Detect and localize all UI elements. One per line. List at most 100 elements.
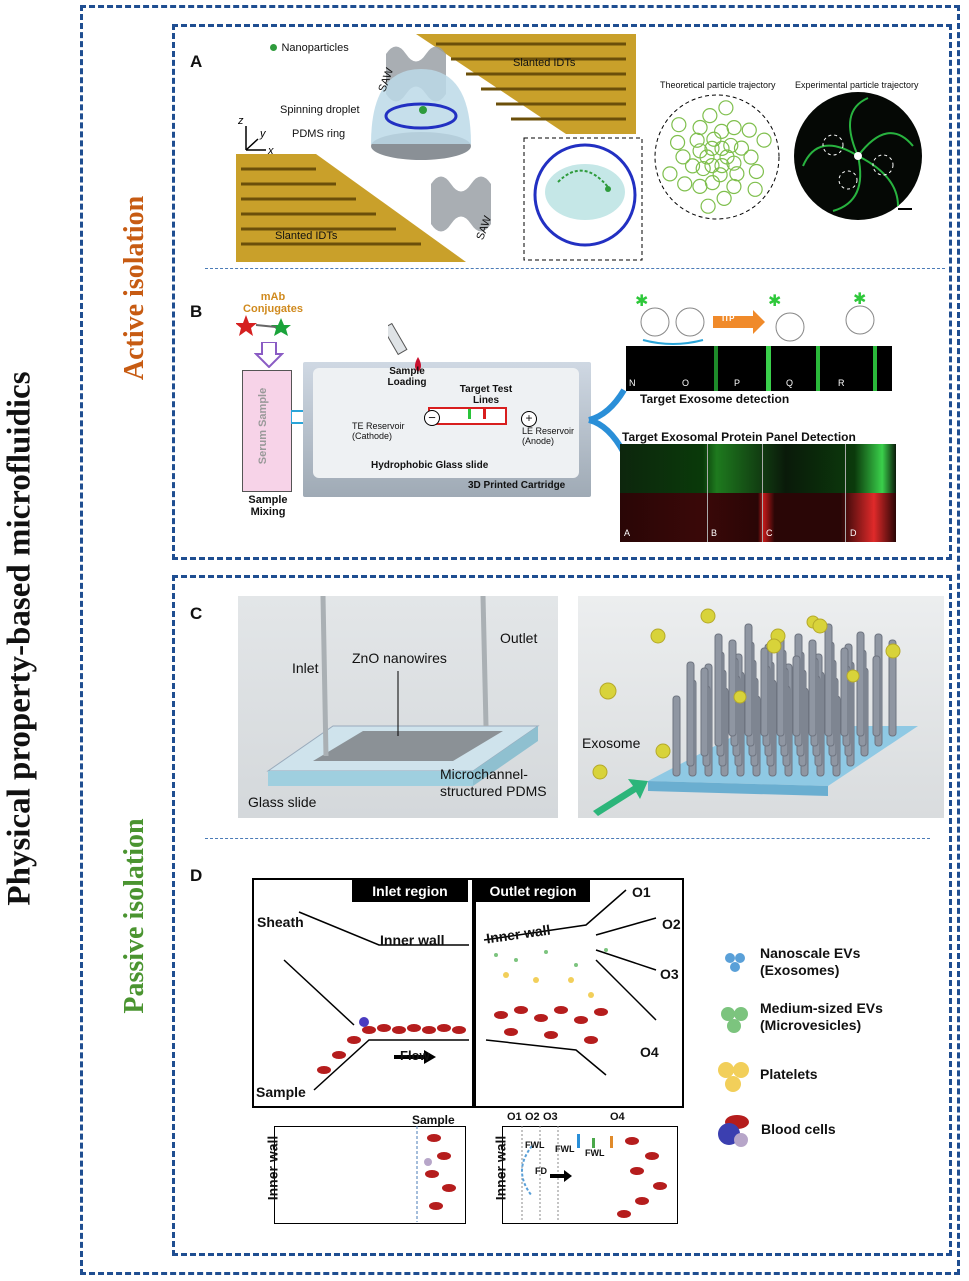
strip-letter-n: N: [629, 378, 636, 388]
trajectory-loop: [723, 137, 739, 154]
axis-z: z: [237, 115, 244, 127]
exosome-schematic: ✱ ✱ ✱: [635, 292, 875, 345]
legend-label-exosomes: Nanoscale EVs (Exosomes): [760, 945, 861, 978]
passive-section-box: [172, 575, 952, 1256]
panel-c-letter: C: [190, 604, 203, 623]
trajectory-loop: [714, 158, 730, 174]
active-isolation-label: Active isolation: [119, 195, 150, 381]
outlet-region-box: [474, 878, 684, 1108]
trajectory-loop: [714, 140, 730, 156]
label-cartridge: 3D Printed Cartridge: [468, 480, 566, 491]
panel-c-device-drawing: [266, 596, 540, 786]
main-title: Physical property-based microfluidics: [1, 371, 38, 906]
trajectory-loop: [726, 120, 742, 136]
trajectory-loop: [718, 100, 734, 116]
nanowire: [792, 655, 801, 737]
nanowire: [856, 631, 865, 737]
inlet-region-title: Inlet region: [352, 880, 468, 902]
trajectory-loop: [741, 122, 757, 138]
nanowire: [744, 623, 753, 737]
label-theoretical: Theoretical particle trajectory: [660, 80, 776, 90]
experimental-trajectory: [794, 92, 922, 220]
label-o4: O4: [640, 1044, 659, 1060]
nanoparticle-dot: [270, 44, 277, 51]
trajectory-loop: [692, 178, 708, 194]
nanowire: [888, 639, 897, 737]
nanoparticle-label: Nanoparticles: [281, 42, 349, 54]
trajectory-loop: [726, 178, 742, 195]
label-sample-top: Sample: [256, 1084, 306, 1100]
nanowire: [728, 639, 737, 737]
panel-letter-b: B: [711, 528, 718, 538]
panel-a-device: z y x: [236, 34, 636, 262]
minus-icon: −: [424, 410, 440, 426]
nanowire: [808, 639, 817, 737]
label-o1: O1: [632, 884, 651, 900]
label-sample-loading: Sample Loading: [387, 366, 427, 388]
nanoparticle-legend: Nanoparticles: [270, 38, 349, 56]
label-o3: O3: [660, 966, 679, 982]
panel-d-letter: D: [190, 866, 203, 885]
label-zno: ZnO nanowires: [352, 650, 447, 666]
trajectory-loop: [675, 149, 691, 165]
trajectory-loop: [702, 108, 718, 124]
label-itp: ITP: [722, 314, 735, 323]
label-le: LE Reservoir (Anode): [522, 426, 575, 446]
label-mab: mAb Conjugates: [243, 291, 303, 315]
outlet-drawing: [483, 889, 657, 1076]
svg-text:✱: ✱: [853, 292, 866, 308]
nanowire: [672, 695, 681, 777]
protein-panel-image: [620, 444, 896, 542]
nanowire: [700, 667, 709, 757]
force-fwl-2: FWL: [555, 1144, 575, 1154]
label-microchannel: Microchannel-structured PDMS: [440, 766, 547, 799]
force-fwl-1: FWL: [525, 1140, 545, 1150]
nanowire: [824, 623, 833, 737]
nanowire: [686, 661, 695, 767]
legend-label-microvesicles: Medium-sized EVs (Microvesicles): [760, 1000, 883, 1033]
trajectory-loop: [671, 117, 687, 133]
exosome-legend-icon: [725, 953, 745, 972]
label-idt-top: Slanted IDTs: [513, 57, 576, 69]
trajectory-loop: [695, 160, 711, 177]
trajectory-loop: [669, 134, 686, 151]
panel-letter-c: C: [766, 528, 773, 538]
trajectory-loop: [743, 149, 759, 165]
trajectory-loop: [726, 155, 742, 171]
active-section-box: [172, 24, 952, 560]
trajectory-loop: [748, 163, 765, 180]
label-te: TE Reservoir (Cathode): [352, 421, 405, 441]
axis-y: y: [259, 128, 267, 140]
label-inlet: Inlet: [292, 660, 319, 676]
mixing-arrow: [254, 342, 284, 368]
mab-conjugates-icon: [236, 315, 291, 336]
label-exosome-detection: Target Exosome detection: [640, 392, 790, 406]
label-inner-wall-top: Inner wall: [380, 932, 445, 948]
microvesicle-legend-icon: [721, 1007, 748, 1033]
trajectory-loop: [704, 158, 720, 174]
outer-frame: [80, 5, 960, 1275]
label-exosome: Exosome: [582, 735, 641, 751]
label-inner-wall-bottom-left: Inner wall: [264, 1135, 281, 1201]
trajectory-loop: [747, 181, 763, 197]
label-sample-bottom: Sample: [412, 1113, 455, 1127]
separator-ab: [205, 268, 945, 269]
nanowire: [714, 633, 723, 747]
trajectory-loop: [716, 190, 732, 206]
trajectory-loop: [712, 167, 728, 183]
panel-b-letter: B: [190, 302, 203, 321]
axis-x: x: [267, 145, 274, 157]
platelet-legend-icon: [718, 1062, 749, 1092]
label-glass-slide: Glass slide: [248, 794, 317, 810]
nanowires-drawing: [592, 608, 918, 816]
trajectory-loop: [677, 176, 693, 192]
bottom-left-drawing: [416, 1126, 456, 1222]
nanowire: [760, 647, 769, 737]
trajectory-loop: [733, 140, 750, 156]
trajectory-loop: [684, 158, 701, 174]
label-sample-mixing: Sample Mixing: [248, 494, 288, 518]
exosome-strip: [626, 346, 892, 391]
legend-label-platelets: Platelets: [760, 1066, 818, 1082]
blood-cell-legend-icon: [718, 1115, 749, 1147]
svg-text:✱: ✱: [635, 293, 648, 310]
